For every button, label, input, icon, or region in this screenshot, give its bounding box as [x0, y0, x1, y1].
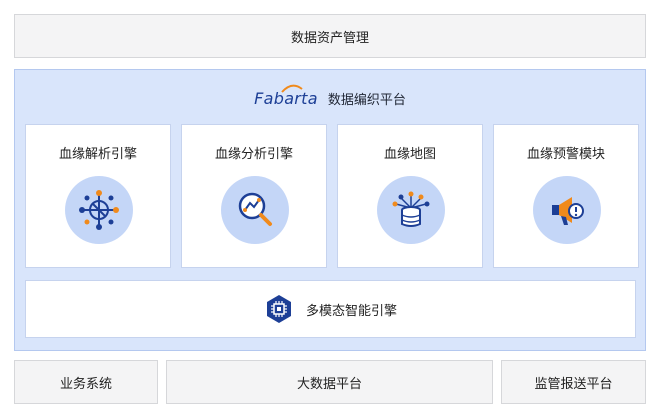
bottom-box-business-system: 业务系统	[14, 360, 158, 404]
icon-circle	[533, 176, 601, 244]
bottom-box-label: 业务系统	[59, 376, 112, 392]
icon-circle	[221, 176, 289, 244]
card-title: 血缘地图	[383, 147, 436, 162]
card-lineage-alert-module: 血缘预警模块	[493, 124, 639, 268]
brand-arc-icon	[280, 84, 303, 93]
icon-circle	[377, 176, 445, 244]
bottom-box-label: 监管报送平台	[534, 376, 613, 392]
icon-circle	[65, 176, 133, 244]
card-title: 血缘预警模块	[526, 147, 605, 162]
bottom-box-big-data-platform: 大数据平台	[166, 360, 493, 404]
magnify-chart-icon	[238, 192, 272, 226]
bottom-box-regulatory-reporting: 监管报送平台	[501, 360, 646, 404]
multimodal-engine-bar: 多模态智能引擎	[25, 280, 636, 338]
card-title: 血缘分析引擎	[214, 147, 293, 162]
top-bar: 数据资产管理	[14, 14, 646, 58]
chip-hexagon-icon	[266, 295, 291, 323]
top-bar-label: 数据资产管理	[290, 30, 369, 46]
card-title: 血缘解析引擎	[58, 147, 137, 162]
engine-label: 多模态智能引擎	[305, 303, 397, 319]
card-lineage-parsing-engine: 血缘解析引擎	[25, 124, 171, 268]
brand-name: Fabarta	[254, 88, 318, 108]
card-lineage-map: 血缘地图	[337, 124, 483, 268]
megaphone-alert-icon	[552, 197, 584, 225]
platform-title: 数据编织平台	[327, 92, 406, 108]
network-analysis-icon	[79, 190, 119, 230]
database-tree-icon	[392, 191, 430, 227]
platform-header: Fabarta 数据编织平台	[15, 84, 645, 110]
bottom-box-label: 大数据平台	[296, 376, 362, 392]
card-lineage-analysis-engine: 血缘分析引擎	[181, 124, 327, 268]
brand-logo: Fabarta	[254, 84, 318, 108]
